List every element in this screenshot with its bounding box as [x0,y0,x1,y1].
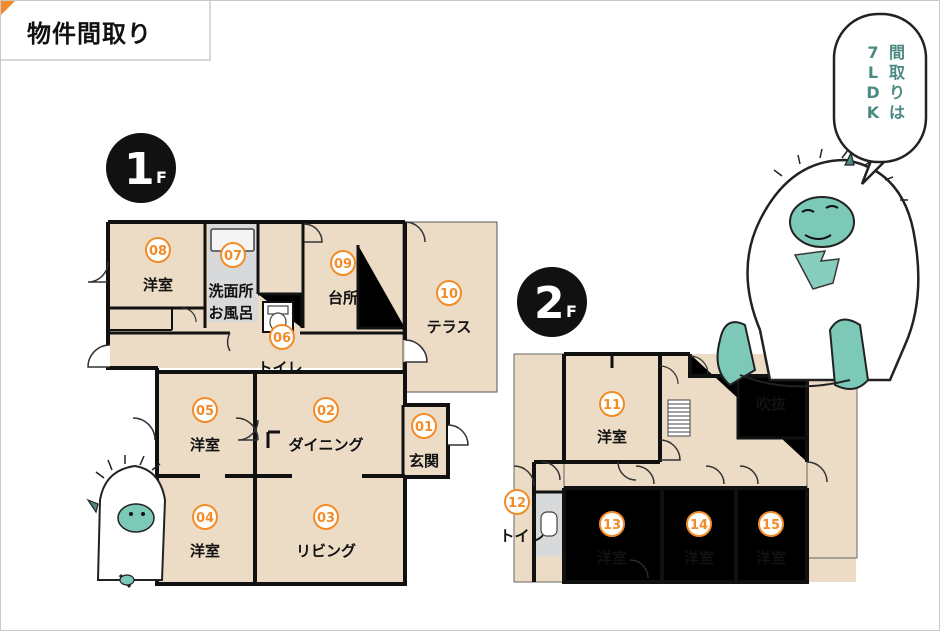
room-13: 13 洋室 [597,511,627,567]
room-07: 07 洗面所 お風呂 [208,242,254,322]
room-07-name-2: お風呂 [208,304,253,322]
staircase [667,399,691,437]
room-12: 12 トイレ [499,489,545,545]
room-08-number: 08 [149,244,167,259]
room-01-number: 01 [415,420,433,435]
bubble-char-8: K [867,103,880,122]
room-07-name: 洗面所 [208,282,253,300]
room-12-number: 12 [508,496,526,511]
room-10-name: テラス [427,318,472,336]
room-02-number: 02 [317,404,335,419]
room-04: 04 洋室 [190,504,220,560]
room-15: 15 洋室 [756,511,786,567]
floor-1-suffix: F [156,168,167,187]
bubble-char-4: は [889,103,905,122]
floor-2-badge: 2 F [517,267,587,337]
room-05-name: 洋室 [190,436,220,454]
room-09-name: 台所 [328,289,358,307]
room-13-number: 13 [603,518,621,533]
room-08-name: 洋室 [143,276,173,294]
bubble-char-1: 間 [889,43,905,62]
room-11-name: 洋室 [597,428,627,446]
bubble-char-3: り [889,83,905,102]
room-09-number: 09 [334,257,352,272]
room-09: 09 台所 [328,250,358,307]
room-05: 05 洋室 [190,397,220,454]
fukinuki-label: 吹抜 [756,395,787,413]
room-15-name: 洋室 [756,549,786,567]
room-07-number: 07 [224,249,242,264]
room-01: 01 玄関 [409,413,439,470]
room-06-number: 06 [273,331,291,346]
room-04-name: 洋室 [190,542,220,560]
room-15-number: 15 [762,518,780,533]
bubble-char-6: L [868,63,878,82]
room-14-number: 14 [690,518,708,533]
room-11-number: 11 [603,398,621,413]
yeti-mascot-large [716,148,920,390]
room-10: 10 テラス [427,280,472,336]
room-03-number: 03 [317,511,335,526]
room-13-name: 洋室 [597,549,627,567]
title-tab: 物件間取り [1,1,211,61]
room-10-number: 10 [440,287,458,302]
floor-1-number: 1 [124,144,155,195]
room-11: 11 洋室 [597,391,627,446]
room-03: 03 リビング [296,504,356,560]
speech-bubble: 間 取 り は 7 L D K [832,12,928,185]
page-title: 物件間取り [27,20,152,48]
room-05-number: 05 [196,404,214,419]
floor-2-suffix: F [566,302,577,321]
room-12-name: トイレ [499,527,544,545]
floor-2-number: 2 [534,278,565,329]
yeti-mascot-small [86,455,167,588]
room-14-name: 洋室 [684,549,714,567]
bubble-char-2: 取 [889,63,905,82]
bubble-char-7: D [866,83,879,102]
room-04-number: 04 [196,511,214,526]
room-01-name: 玄関 [409,452,439,470]
accent-corner [1,1,15,15]
bubble-char-5: 7 [867,43,878,62]
room-02: 02 ダイニング [288,397,364,454]
floor-1-badge: 1 F [106,133,176,203]
floor-2-plan [513,352,858,584]
room-06: 06 トイレ [257,324,303,377]
room-08: 08 洋室 [143,237,173,294]
room-06-name: トイレ [257,359,302,377]
room-03-name: リビング [296,542,356,560]
room-02-name: ダイニング [288,436,363,454]
room-14: 14 洋室 [684,511,714,567]
